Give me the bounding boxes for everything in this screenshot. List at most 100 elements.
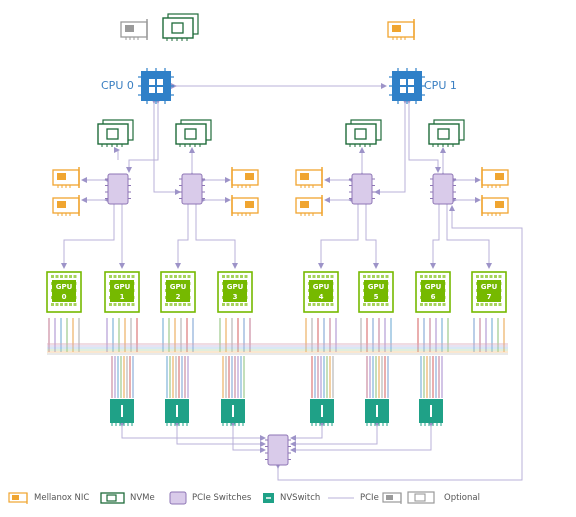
gpu-0-label: GPU [56, 283, 73, 291]
nvlink-bundle-nvswitch-5 [420, 356, 443, 398]
pcie-switch-bottom [265, 434, 291, 466]
link-nvswitch-bottom-2 [230, 421, 266, 453]
gpu-6-index: 6 [431, 293, 436, 301]
nvlink-bundle-gpu-1 [106, 318, 138, 352]
nvlink-bundle-gpu-3 [219, 318, 251, 352]
nvme-icon-switch-2 [345, 119, 382, 147]
nvlink-bundle-gpu-6 [417, 318, 449, 352]
legend-nvswitch-label: NVSwitch [280, 493, 321, 503]
gpu-5-index: 5 [374, 293, 379, 301]
nvme-icon-switch-3 [428, 119, 465, 147]
nvswitch-2 [221, 399, 245, 426]
link-switch-gpu-0 [61, 199, 117, 269]
nvswitch-icon [263, 493, 274, 503]
link-cpu1-switch2 [374, 98, 408, 195]
gpu-4: GPU 4 [303, 271, 339, 313]
gpu-3-index: 3 [233, 293, 238, 301]
gpu-0-index: 0 [62, 293, 67, 301]
legend-pcie-label: PCIe [360, 493, 379, 503]
link-nvswitch-bottom-4 [290, 421, 380, 447]
gpu-5: GPU 5 [358, 271, 394, 313]
link-switch-gpu-4 [318, 199, 361, 269]
nvme-icon-cpu0 [162, 13, 199, 41]
nvlink-bundle-nvswitch-4 [366, 356, 389, 398]
gpu-2-label: GPU [170, 283, 187, 291]
legend-item-pcie-switches: PCIe Switches [168, 488, 251, 508]
nvlink-bundle-gpu-4 [305, 318, 337, 352]
link-cpu0-switch1 [151, 98, 181, 195]
cpu1-label: CPU 1 [424, 79, 457, 92]
link-nvswitch-bottom-0 [119, 421, 266, 441]
link-nvme-switch0 [114, 147, 120, 160]
link-switch-gpu-3 [193, 199, 238, 269]
pcie-switch-1 [179, 173, 205, 205]
gpu-2-index: 2 [176, 293, 181, 301]
nic-icon-5 [295, 195, 323, 216]
gpu-7-index: 7 [487, 293, 492, 301]
link-cpu1-switch3 [406, 98, 441, 173]
nic-icon-1 [52, 195, 80, 216]
gpu-1: GPU 1 [104, 271, 140, 313]
cpu0-icon [138, 68, 174, 104]
nic-optional-icon-cpu0 [120, 19, 148, 40]
pcie-switch-icon [169, 491, 187, 505]
legend-item-pcie: PCIe [326, 488, 379, 508]
nvlink-bundle-gpu-7 [473, 318, 505, 352]
link-switch-gpu-6 [430, 199, 442, 269]
cpu0-label: CPU 0 [101, 79, 134, 92]
pcie-line-icon [328, 497, 354, 499]
legend-item-optional: Optional [382, 488, 480, 508]
link-switch-gpu-5 [363, 199, 379, 269]
legend-optional-label: Optional [444, 493, 480, 503]
nvme-icon-switch-0 [97, 119, 134, 147]
nic-icon-4 [295, 167, 323, 188]
pcie-links [61, 83, 523, 481]
nvme-icon-switch-1 [175, 119, 212, 147]
nic-icon-2 [231, 167, 259, 188]
nic-icon-3 [231, 195, 259, 216]
nvswitch-0 [110, 399, 134, 426]
link-nvswitch-bottom-3 [290, 421, 325, 441]
legend-item-nvswitch: NVSwitch [262, 488, 320, 508]
nvswitch-1 [165, 399, 189, 426]
legend-pcie-switches-label: PCIe Switches [192, 493, 252, 503]
gpu-1-index: 1 [120, 293, 125, 301]
gpu-0: GPU 0 [46, 271, 82, 313]
gpu-4-label: GPU [313, 283, 330, 291]
nvlink-bundle-nvswitch-3 [311, 356, 334, 398]
nvswitch-3 [310, 399, 334, 426]
nic-icon [8, 492, 28, 504]
gpu-4-index: 4 [319, 293, 324, 301]
nic-icon-0 [52, 167, 80, 188]
nic-icon-6 [481, 167, 509, 188]
nvlink-bundle-gpu-0 [48, 318, 80, 352]
legend-nvme-label: NVMe [130, 493, 155, 503]
gpu-7-label: GPU [481, 283, 498, 291]
nvlink-bundle-gpu-2 [162, 318, 194, 352]
pcie-switch-2 [349, 173, 375, 205]
gpu-2: GPU 2 [160, 271, 196, 313]
nvswitch-5 [419, 399, 443, 426]
legend-item-nvme: NVMe [100, 488, 155, 508]
pcie-switch-0 [105, 173, 131, 205]
link-nvswitch-bottom-1 [174, 421, 266, 447]
gpu-7: GPU 7 [471, 271, 507, 313]
gpu-5-label: GPU [368, 283, 385, 291]
pcie-switch-3 [430, 173, 456, 205]
nvlink-bundle-nvswitch-1 [166, 356, 189, 398]
nic-icon-7 [481, 195, 509, 216]
nvlink-wires [47, 318, 508, 398]
nvlink-bundle-gpu-5 [360, 318, 392, 352]
gpu-1-label: GPU [114, 283, 131, 291]
nvlink-bundle-nvswitch-2 [222, 356, 245, 398]
nic-icon-cpu1 [387, 19, 415, 40]
legend-item-nic: Mellanox NIC [8, 488, 89, 508]
legend-nic-label: Mellanox NIC [34, 493, 90, 503]
nvme-icon [100, 492, 125, 504]
link-bottom-switch-uplink [275, 205, 523, 481]
